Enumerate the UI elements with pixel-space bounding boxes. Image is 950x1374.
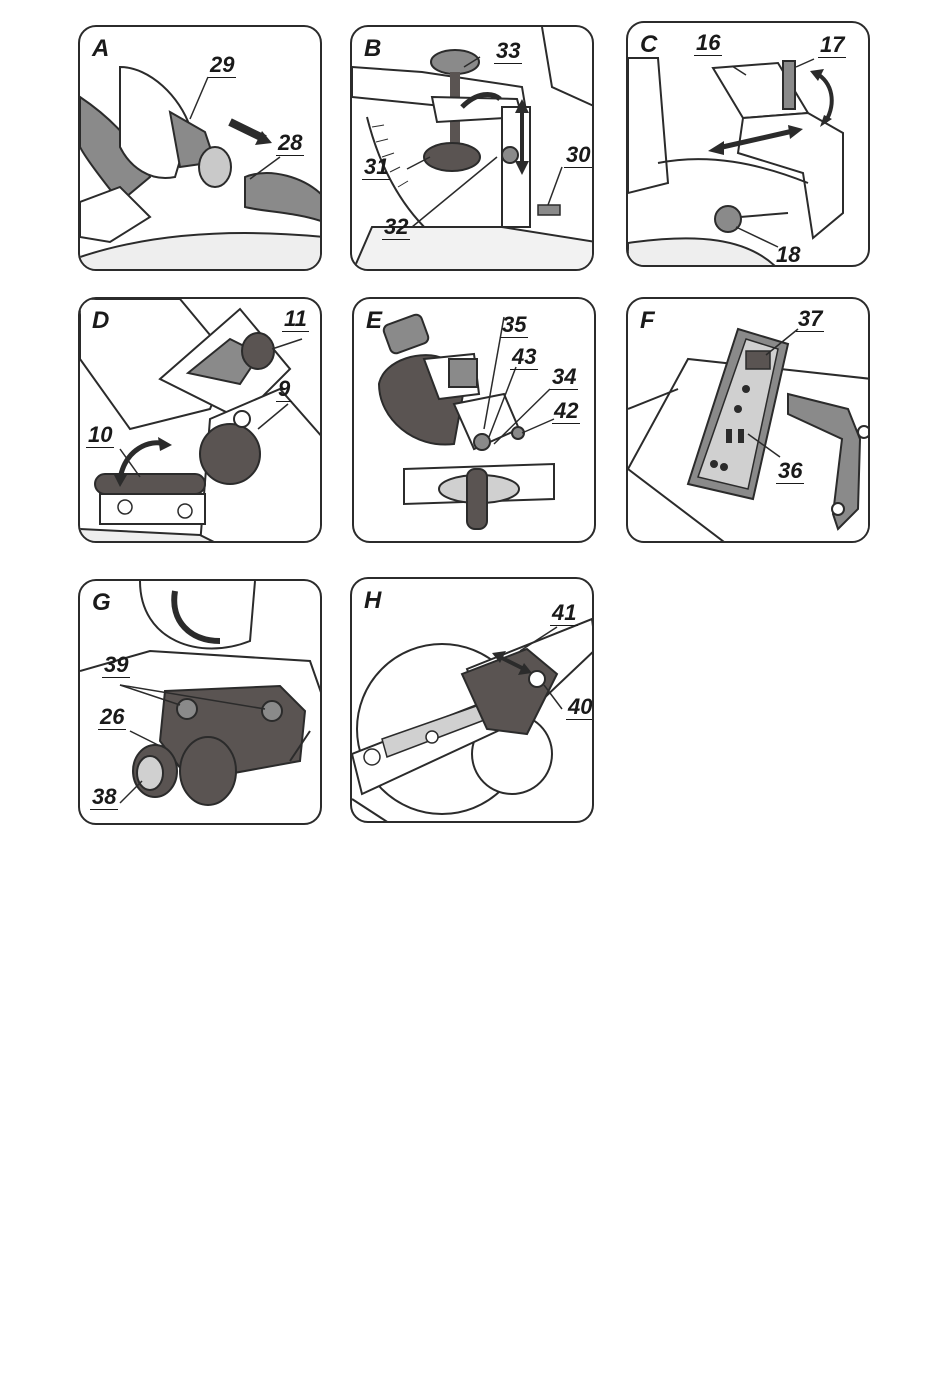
callout-16: 16 — [694, 31, 722, 56]
callout-34: 34 — [550, 365, 578, 390]
figure-panel-f: F 37 36 — [626, 297, 870, 543]
panel-f-letter: F — [640, 307, 655, 335]
callout-43: 43 — [510, 345, 538, 370]
panel-d-illustration — [80, 299, 322, 543]
callout-9: 9 — [276, 377, 292, 402]
panel-f-illustration — [628, 299, 870, 543]
callout-29: 29 — [208, 53, 236, 78]
panel-c-illustration — [628, 23, 870, 267]
panel-e-letter: E — [366, 307, 382, 335]
callout-41: 41 — [550, 601, 578, 626]
callout-39: 39 — [102, 653, 130, 678]
callout-10: 10 — [86, 423, 114, 448]
figure-panel-a: A 29 28 — [78, 25, 322, 271]
figure-panel-d: D 11 9 10 — [78, 297, 322, 543]
callout-11: 11 — [282, 307, 309, 332]
callout-38: 38 — [90, 785, 118, 810]
panel-d-letter: D — [92, 307, 109, 335]
callout-37: 37 — [796, 307, 824, 332]
callout-17: 17 — [818, 33, 846, 58]
figure-panel-h: H 41 40 — [350, 577, 594, 823]
callout-36: 36 — [776, 459, 804, 484]
figure-panel-b: B 33 31 30 32 — [350, 25, 594, 271]
figure-panel-e: E 35 43 34 42 — [352, 297, 596, 543]
callout-18: 18 — [774, 243, 802, 267]
callout-40: 40 — [566, 695, 594, 720]
callout-26: 26 — [98, 705, 126, 730]
figure-panel-c: C 16 17 18 — [626, 21, 870, 267]
callout-30: 30 — [564, 143, 592, 168]
panel-g-letter: G — [92, 589, 111, 617]
panel-c-letter: C — [640, 31, 657, 59]
callout-28: 28 — [276, 131, 304, 156]
figure-panel-g: G 39 26 38 — [78, 579, 322, 825]
callout-33: 33 — [494, 39, 522, 64]
panel-b-letter: B — [364, 35, 381, 63]
panel-h-letter: H — [364, 587, 381, 615]
callout-31: 31 — [362, 155, 390, 180]
panel-a-letter: A — [92, 35, 109, 63]
callout-42: 42 — [552, 399, 580, 424]
callout-32: 32 — [382, 215, 410, 240]
callout-35: 35 — [500, 313, 528, 338]
